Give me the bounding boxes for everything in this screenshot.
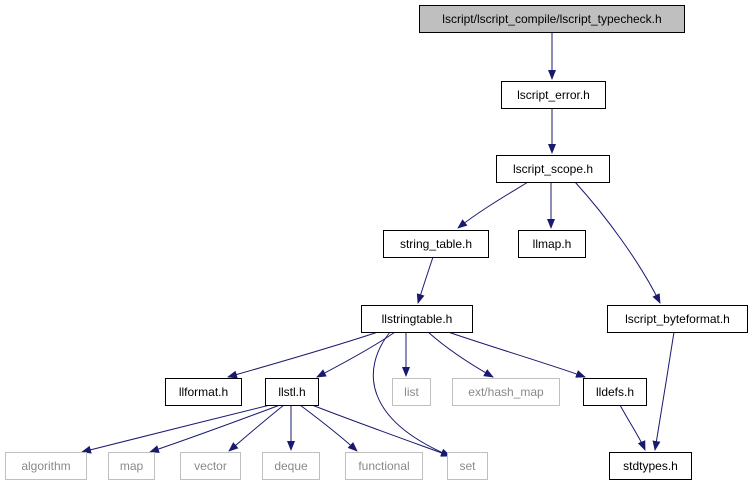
node-label: llformat.h [179,385,228,399]
node-label: lldefs.h [596,385,634,399]
node-llstl[interactable]: llstl.h [265,378,319,406]
edge-llstl-to-map [149,404,281,453]
node-label: functional [358,459,409,473]
dependency-nodes: lscript/lscript_compile/lscript_typechec… [5,5,748,480]
node-functional: functional [345,452,423,480]
node-lldefs[interactable]: lldefs.h [583,378,647,406]
node-algorithm: algorithm [5,452,87,480]
node-map: map [108,452,155,480]
node-stdtypes[interactable]: stdtypes.h [609,452,692,480]
node-label: map [120,459,144,473]
node-box [108,452,155,480]
node-box [452,378,560,406]
node-label: stdtypes.h [623,459,678,473]
node-string-table[interactable]: string_table.h [383,230,489,258]
node-label: lscript_error.h [517,88,590,102]
edge-llstringtable-to-llstl [316,331,396,378]
node-list: list [392,378,431,406]
node-box [262,452,320,480]
node-typecheck[interactable]: lscript/lscript_compile/lscript_typechec… [419,5,685,33]
node-box [392,378,431,406]
node-box [609,452,692,480]
node-box [518,230,586,258]
node-box [496,155,610,183]
node-byteformat[interactable]: lscript_byteformat.h [607,305,748,333]
node-box [383,230,489,258]
node-error[interactable]: lscript_error.h [501,81,606,109]
node-llmap[interactable]: llmap.h [518,230,586,258]
node-box [583,378,647,406]
node-label: ext/hash_map [468,385,544,399]
edge-llstringtable-to-set [372,331,451,457]
node-label: llstl.h [278,385,305,399]
node-box [419,5,685,33]
edge-byteformat-to-stdtypes [652,331,675,451]
node-vector: vector [180,452,241,480]
node-box [345,452,423,480]
node-box [607,305,748,333]
edge-llstringtable-to-lldefs [447,331,586,378]
edge-llstl-to-algorithm [81,404,271,454]
node-label: set [459,459,476,473]
node-box [265,378,319,406]
node-scope[interactable]: lscript_scope.h [496,155,610,183]
node-set: set [447,452,488,480]
edge-llstringtable-to-hash_map [427,331,494,378]
edge-llstl-to-vector [228,404,285,452]
node-box [5,452,87,480]
node-label: lscript_scope.h [513,162,593,176]
node-label: lscript/lscript_compile/lscript_typechec… [442,12,661,26]
dependency-edges [81,32,675,457]
node-box [447,452,488,480]
edge-llstringtable-to-llformat [227,331,379,379]
node-box [165,378,242,406]
node-label: string_table.h [400,237,472,251]
edge-lldefs-to-stdtypes [619,404,646,451]
node-label: llstringtable.h [382,312,453,326]
node-deque: deque [262,452,320,480]
node-box [501,81,606,109]
node-llstringtable[interactable]: llstringtable.h [361,305,473,333]
edge-llstl-to-set [311,404,451,457]
edge-scope-to-byteformat [574,181,661,304]
node-label: lscript_byteformat.h [625,312,730,326]
edge-llstl-to-functional [299,404,358,452]
node-box [361,305,473,333]
node-box [180,452,241,480]
node-label: algorithm [21,459,70,473]
node-hash-map: ext/hash_map [452,378,560,406]
edge-string_table-to-llstringtable [416,256,434,304]
node-llformat[interactable]: llformat.h [165,378,242,406]
node-label: list [404,385,419,399]
edge-scope-to-string_table [457,181,529,229]
node-label: deque [274,459,308,473]
node-label: llmap.h [533,237,572,251]
node-label: vector [194,459,227,473]
